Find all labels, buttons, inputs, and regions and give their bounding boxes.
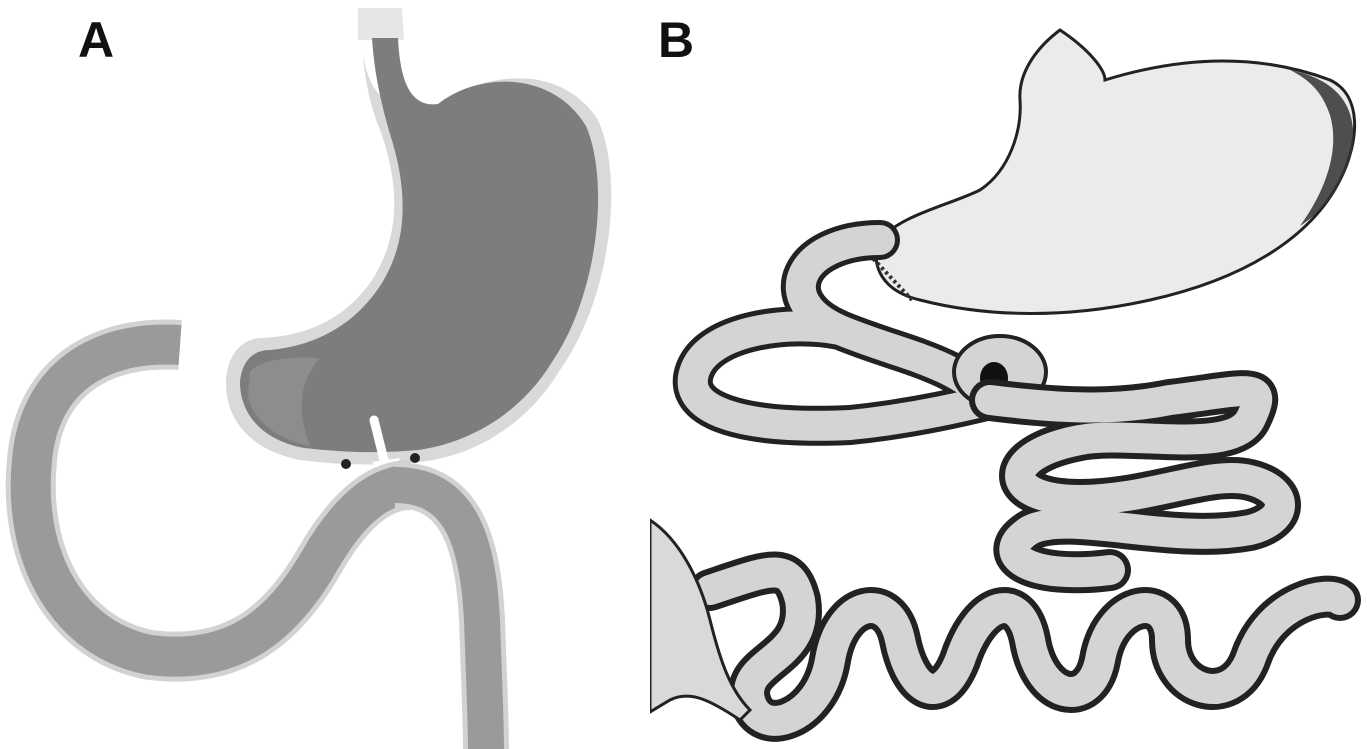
panel-b-illustration bbox=[650, 0, 1367, 749]
esophagus bbox=[358, 8, 404, 40]
staple-dot-right bbox=[410, 453, 420, 463]
staple-dot-left bbox=[341, 459, 351, 469]
panel-b: B bbox=[650, 0, 1367, 749]
panel-a-illustration bbox=[0, 0, 650, 749]
cecum bbox=[650, 520, 750, 720]
panel-a: A bbox=[0, 0, 650, 749]
stomach-pouch bbox=[876, 30, 1354, 314]
